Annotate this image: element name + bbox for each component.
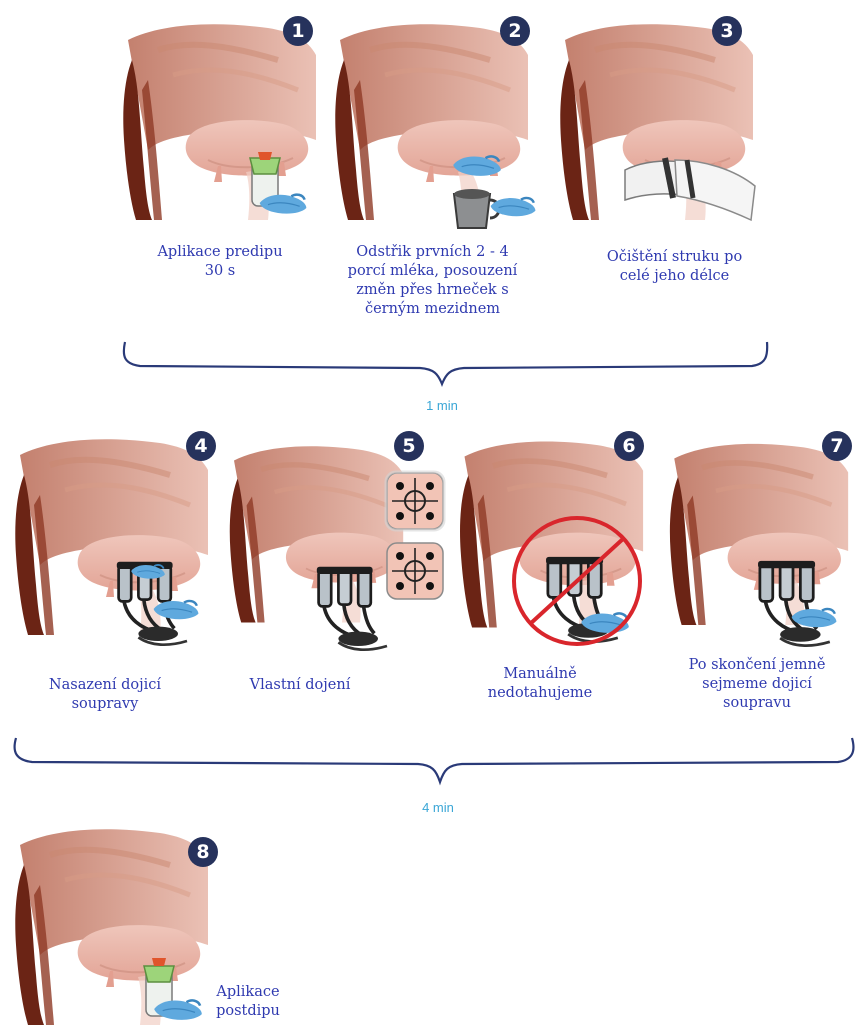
step-7-illustration [665,425,855,655]
caption-line: Manuálně [455,665,625,684]
step-2-caption: Odstřik prvních 2 - 4 porcí mléka, posou… [330,243,535,319]
caption-line: černým mezidnem [330,300,535,319]
step-8-caption: Aplikace postdipu [208,983,288,1021]
step-6-caption: Manuálně nedotahujeme [455,665,625,703]
step-5-number-badge: 5 [394,431,424,461]
step-5-illustration [225,425,405,655]
teat-cup-diagram-icon [384,470,446,602]
step-1-caption: Aplikace predipu 30 s [120,243,320,281]
caption-line: Po skončení jemně [662,656,852,675]
step-7-number-badge: 7 [822,431,852,461]
caption-line: Odstřik prvních 2 - 4 [330,243,535,262]
caption-line: celé jeho délce [582,267,767,286]
step-8-number-badge: 8 [188,837,218,867]
caption-line: nedotahujeme [455,684,625,703]
prohibition-icon [508,512,646,650]
step-1-number-badge: 1 [283,16,313,46]
step-5-caption: Vlastní dojení [205,676,395,695]
caption-line: Aplikace predipu [120,243,320,262]
step-4-illustration [10,425,215,655]
caption-line: soupravu [662,694,852,713]
step-3-caption: Očištění struku po celé jeho délce [582,248,767,286]
caption-line: Očištění struku po [582,248,767,267]
group-1-duration: 1 min [402,398,482,413]
caption-line: 30 s [120,262,320,281]
caption-line: Aplikace [208,983,288,1002]
step-4-caption: Nasazení dojicí soupravy [10,676,200,714]
caption-line: Vlastní dojení [205,676,395,695]
step-6-number-badge: 6 [614,431,644,461]
caption-line: Nasazení dojicí [10,676,200,695]
caption-line: porcí mléka, posouzení [330,262,535,281]
step-4-number-badge: 4 [186,431,216,461]
step-2-number-badge: 2 [500,16,530,46]
caption-line: postdipu [208,1002,288,1021]
step-3-number-badge: 3 [712,16,742,46]
group-2-duration: 4 min [398,800,478,815]
step-7-caption: Po skončení jemně sejmeme dojicí souprav… [662,656,852,713]
caption-line: změn přes hrneček s [330,281,535,300]
caption-line: soupravy [10,695,200,714]
caption-line: sejmeme dojicí [662,675,852,694]
